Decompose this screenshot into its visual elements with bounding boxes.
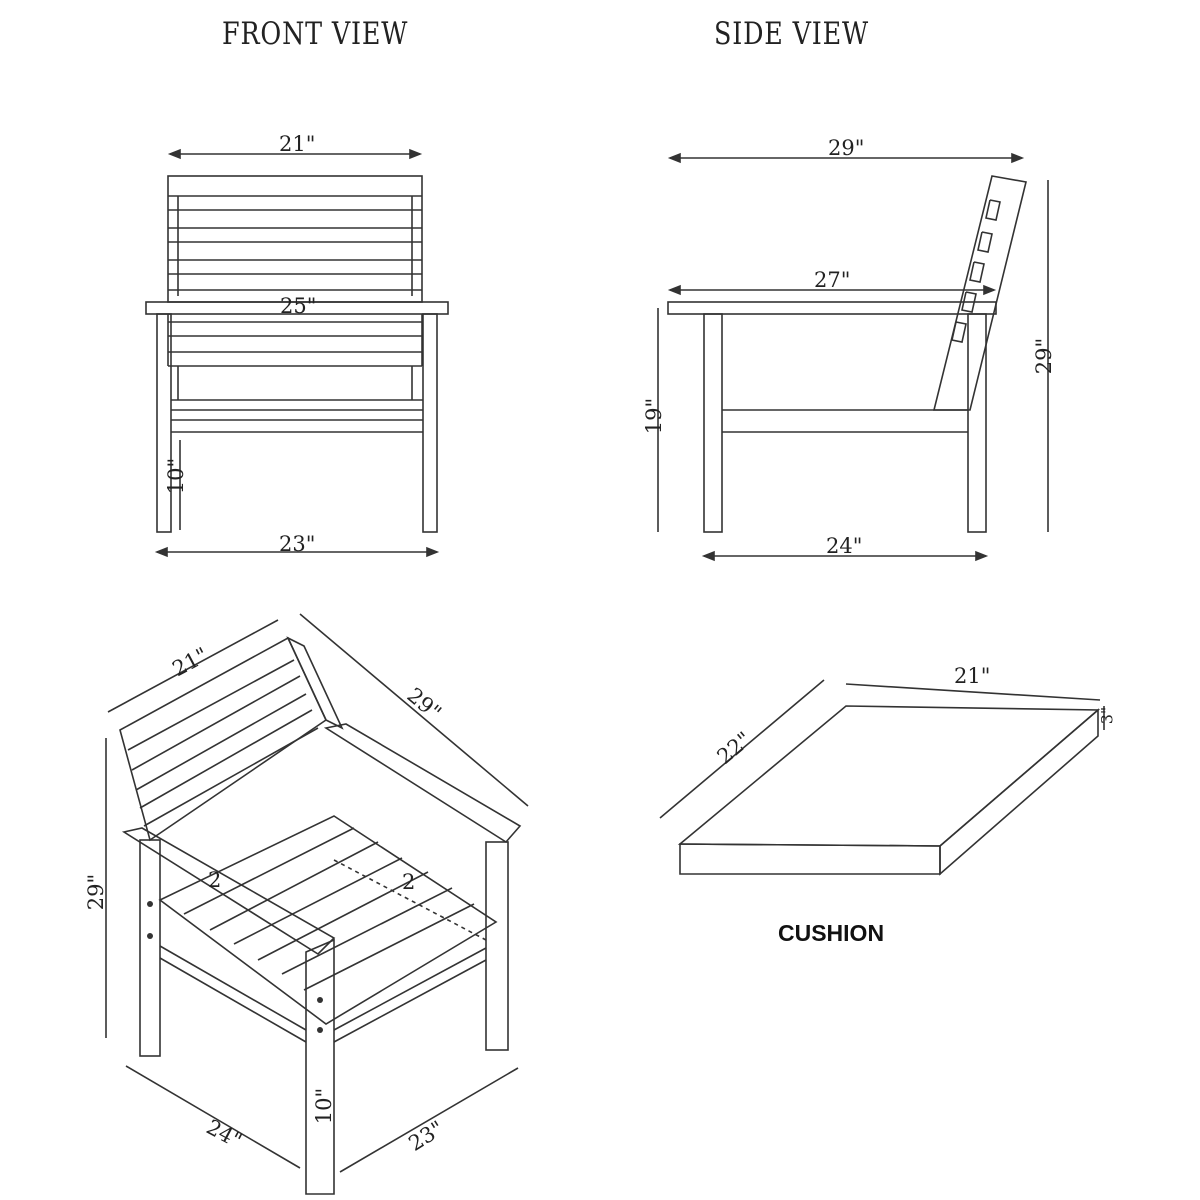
iso-armrest-right: [323, 723, 522, 844]
dim-line-iso-back-width: [107, 619, 279, 713]
side-arm-label: 27": [814, 268, 851, 292]
side-armrest: [667, 301, 997, 315]
iso-stretcher-label: 10": [312, 1087, 337, 1125]
arrowhead: [409, 148, 423, 160]
front-armrest: [145, 301, 449, 315]
iso-seat-label-a: 2: [208, 868, 222, 892]
side-view-title: SIDE VIEW: [714, 16, 869, 52]
iso-leg-front-right: [485, 841, 509, 1051]
front-view-title: FRONT VIEW: [222, 16, 409, 52]
cushion-side: [939, 708, 1099, 876]
cushion-top: [677, 705, 1101, 847]
front-leg-left: [156, 313, 172, 533]
iso-backrest-side: [286, 636, 344, 730]
front-base-width-label: 23": [279, 532, 316, 556]
iso-leg-back-left: [139, 839, 161, 1057]
cushion-front: [679, 843, 941, 875]
side-height-label: 29": [1032, 337, 1057, 375]
dim-line-iso-base-width: [339, 1067, 519, 1173]
dim-line-cushion-depth: [659, 679, 825, 819]
cushion-thickness-label: 3": [1097, 706, 1117, 725]
side-seat-height-label: 19": [642, 397, 667, 435]
bolt-icon: [147, 901, 153, 907]
iso-height-label: 29": [84, 873, 109, 911]
front-arm-width-label: 25": [280, 294, 317, 318]
bolt-icon: [317, 997, 323, 1003]
bolt-icon: [317, 1027, 323, 1033]
side-depth-label: 29": [828, 136, 865, 160]
cushion-width-label: 21": [954, 664, 991, 688]
side-leg-front: [703, 313, 723, 533]
dim-line-iso-depth: [299, 613, 529, 807]
iso-leg-front-left: [305, 938, 335, 1195]
iso-seat: [158, 815, 498, 1025]
dim-line-iso-base-depth: [125, 1065, 301, 1169]
dim-line-cushion-width: [845, 683, 1101, 701]
bolt-icon: [147, 933, 153, 939]
iso-armrest-left: [121, 827, 336, 956]
front-back-width-label: 21": [279, 132, 316, 156]
arrowhead: [167, 148, 181, 160]
cushion-title: CUSHION: [778, 920, 885, 946]
front-leg-right: [422, 313, 438, 533]
front-stretcher-label: 10": [164, 457, 189, 495]
iso-seat-label-b: 2: [402, 870, 416, 894]
side-base-label: 24": [826, 534, 863, 558]
side-leg-back: [967, 313, 987, 533]
